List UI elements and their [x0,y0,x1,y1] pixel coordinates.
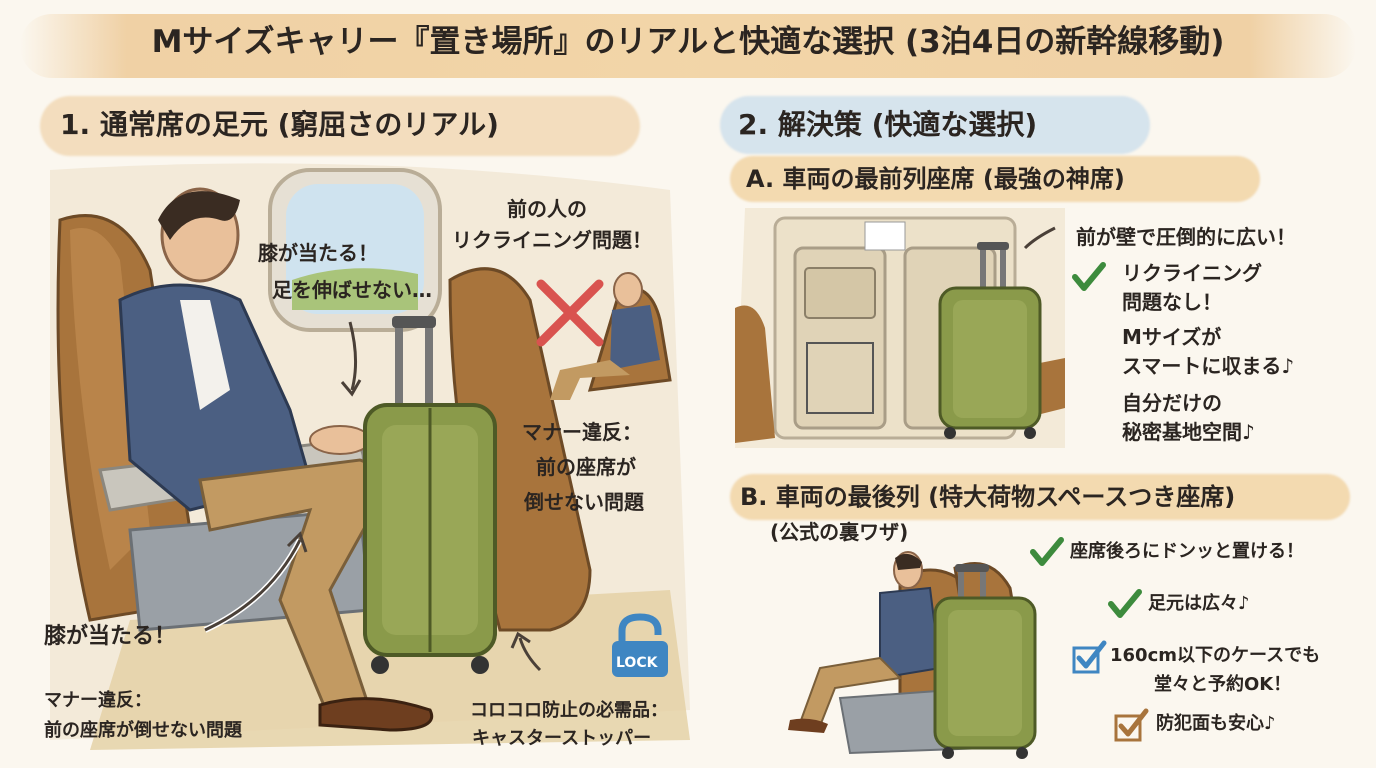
stopper-1: コロコロ防止の必需品： [470,700,668,721]
check-icon-b1 [1030,537,1064,566]
normal-seat-illustration [30,150,710,750]
recline-inset [550,272,672,400]
check-icon-a1 [1072,262,1106,291]
checkbox-icon-b3 [1072,640,1107,674]
callout-knee-bottom: 膝が当たる！ [44,624,177,649]
stopper-2: キャスターストッパー [472,728,652,749]
callout-recline-1: 前の人の [507,197,587,221]
callout-knee-2: 足を伸ばせない… [272,278,432,302]
lock-icon [612,613,668,677]
a-point3-1: 自分だけの [1122,391,1222,415]
callout-manner-3: 倒せない問題 [524,490,644,514]
a-wall: 前が壁で圧倒的に広い！ [1076,225,1296,249]
title-banner [20,14,1356,78]
page-title: Mサイズキャリー『置き場所』のリアルと快適な選択 (3泊4日の新幹線移動) [151,24,1225,60]
a-point2-2: スマートに収まる♪ [1122,354,1295,378]
bottom-manner-1: マナー違反： [44,690,152,711]
b-sub: (公式の裏ワザ) [770,520,909,544]
callout-manner-1: マナー違反： [522,420,642,444]
b-heading-wash [730,474,1350,520]
b-heading: B. 車両の最後列 (特大荷物スペースつき座席) [740,483,1236,511]
check-icon-b2 [1108,589,1142,618]
b-point3-2: 堂々と予約OK！ [1154,674,1292,695]
a-heading: A. 車両の最前列座席 (最強の神席) [746,165,1125,193]
bottom-manner-2: 前の座席が倒せない問題 [44,720,242,741]
a-heading-wash [730,156,1260,202]
cross-icon [536,279,604,347]
checkbox-icon-b4 [1114,708,1149,742]
front-row-illustration [735,208,1065,448]
callout-manner-2: 前の座席が [536,455,636,479]
last-row-illustration [788,551,1037,759]
a-point3-2: 秘密基地空間♪ [1122,420,1255,444]
callout-knee-1: 膝が当たる！ [258,241,378,265]
callout-recline-2: リクライニング問題！ [452,228,652,252]
a-point2-1: Mサイズが [1122,325,1222,349]
a-point1-2: 問題なし！ [1122,290,1222,314]
b-point1: 座席後ろにドンッと置ける！ [1070,541,1304,562]
left-heading: 1. 通常席の足元 (窮屈さのリアル) [60,108,499,141]
lock-label: LOCK [616,655,658,671]
b-point4: 防犯面も安心♪ [1156,713,1276,734]
b-point3-1: 160cm以下のケースでも [1110,645,1321,666]
b-point2: 足元は広々♪ [1148,593,1250,614]
right-heading-wash [720,96,1150,154]
right-heading: 2. 解決策 (快適な選択) [738,108,1038,141]
a-point1-1: リクライニング [1122,261,1262,285]
normal-seat-scene [50,163,690,750]
left-heading-wash [40,96,640,156]
